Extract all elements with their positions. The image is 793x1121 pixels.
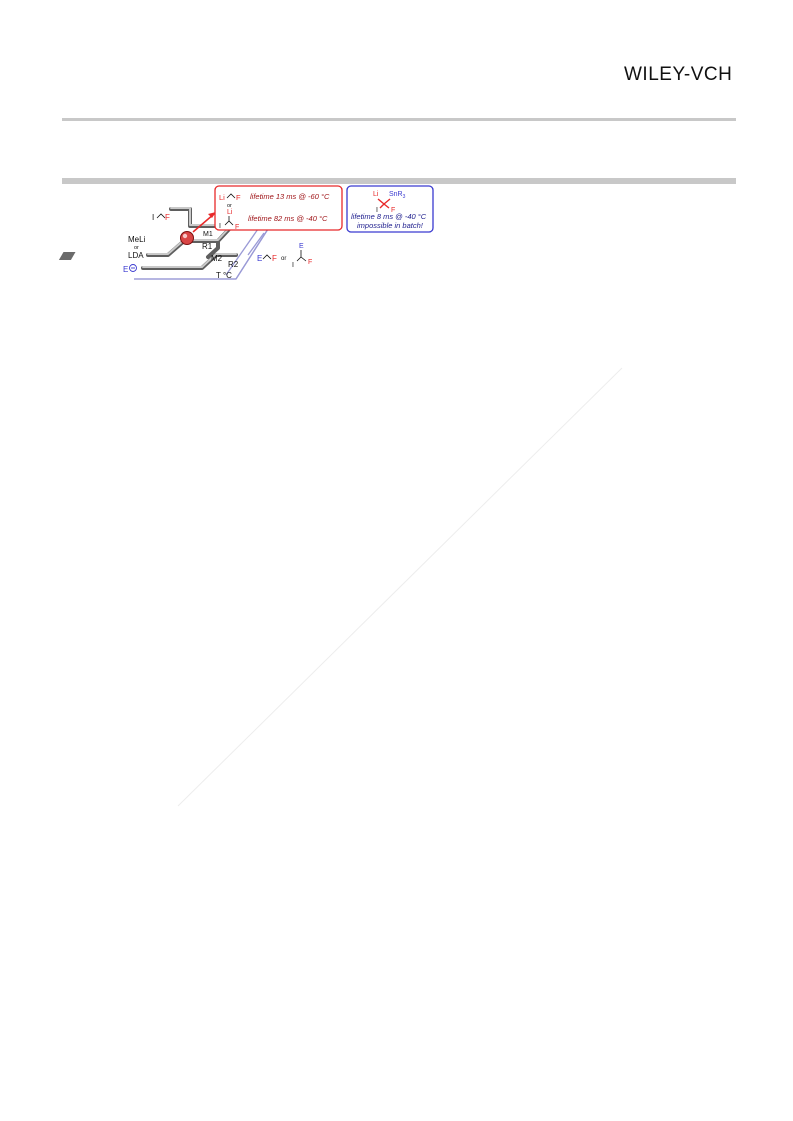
blue-snr: SnR3 [389,191,406,200]
mixer-m1 [180,231,194,245]
product2-e: E [299,243,304,250]
stannane-lifetime-box: Li SnR3 I F lifetime 8 ms @ -40 °C impos… [346,185,434,233]
intermediate-lifetime-box: Li F lifetime 13 ms @ -60 °C or Li I F l… [214,185,343,231]
base-or: or [134,245,139,251]
section-rule [62,178,736,184]
red-i2: I [219,223,221,230]
red-bond2 [224,216,234,226]
product2-bonds [296,250,307,262]
base-lda: LDA [128,251,144,260]
blue-f: F [391,207,395,214]
reactor-r1-label: R1 [202,242,213,251]
iodo-reagent-f: F [165,213,170,222]
red-li2: Li [227,209,233,216]
red-lifetime-2: lifetime 82 ms @ -40 °C [248,214,328,223]
mixer-m2-label: M2 [211,254,223,263]
mixer-m2 [58,252,76,260]
iodo-reagent-bond [156,213,166,219]
product2-i: I [292,262,294,269]
electrophile-e: E [123,265,128,274]
product2-f: F [308,259,312,266]
blue-li: Li [373,191,379,198]
product-e: E [257,254,262,263]
temperature-label: T °C [216,271,232,280]
red-f1: F [236,193,241,202]
reactor-r2-label: R2 [228,260,239,269]
publisher-logo: WILEY-VCH [624,64,733,85]
arrow-to-intermediate [192,212,216,233]
blue-lifetime: lifetime 8 ms @ -40 °C [351,212,427,221]
red-or: or [227,203,232,209]
product-bond [262,254,272,260]
header-rule [62,118,736,121]
base-meli: MeLi [128,235,146,244]
cooling-bath [134,228,269,280]
blue-impossible: impossible in batch! [357,221,424,230]
product-f: F [272,254,277,263]
mixer-m1-label: M1 [203,231,213,238]
iodo-reagent-i: I [152,213,154,222]
blue-bonds [377,198,391,209]
red-lifetime-1: lifetime 13 ms @ -60 °C [250,192,330,201]
red-bond1 [226,193,236,199]
blue-i: I [376,207,378,214]
electrophile-charge [129,264,137,272]
red-f2: F [235,224,239,231]
product-or: or [281,256,286,262]
red-li1: Li [219,193,225,202]
